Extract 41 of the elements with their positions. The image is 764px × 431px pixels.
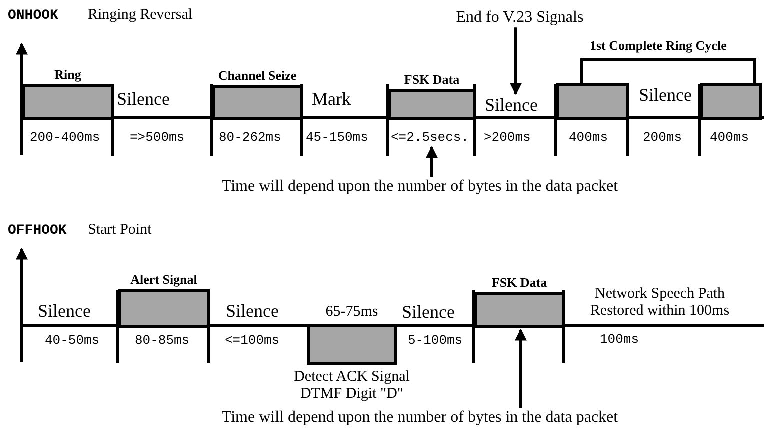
arrow (515, 328, 527, 408)
state-label: Silence (402, 303, 455, 323)
arrow (510, 28, 522, 96)
signal-label: Ring (54, 68, 82, 82)
signal-label: FSK Data (403, 72, 461, 87)
title-text: Start Point (88, 222, 152, 238)
title-text: Ringing Reversal (88, 7, 193, 24)
arrow (426, 146, 438, 177)
pulse-bar (556, 83, 629, 120)
note-text: Network Speech Path Restored within 100ms (589, 286, 731, 319)
duration-label: 5-100ms (408, 334, 463, 348)
state-label: Silence (485, 96, 538, 116)
state-label: Silence (117, 90, 170, 110)
callout-text: End fo V.23 Signals (430, 9, 610, 27)
state-label: Mark (312, 90, 351, 110)
signal-label: Alert Signal (130, 272, 198, 287)
signal-label: FSK Data (490, 276, 548, 290)
signal-label: Channel Seize (217, 68, 298, 83)
bracket-label: 1st Complete Ring Cycle (590, 39, 727, 54)
duration-label: <=2.5secs. (391, 131, 470, 146)
duration-label: 100ms (600, 333, 640, 348)
duration-label: 45-150ms (306, 131, 368, 146)
pulse-bar (700, 83, 762, 120)
duration-label: 400ms (710, 131, 750, 146)
state-label: Silence (38, 302, 91, 322)
duration-label: 80-262ms (219, 131, 282, 146)
callout-text: Time will depend upon the number of bytes in the data packet (195, 178, 645, 196)
duration-label: 80-85ms (135, 334, 190, 348)
state-label: Silence (639, 86, 692, 106)
onhook-label: ONHOOK (8, 9, 58, 24)
duration-label: 400ms (569, 131, 608, 146)
state-label: Silence (226, 302, 279, 322)
duration-label: 200ms (643, 131, 682, 146)
signal-label: Detect ACK Signal DTMF Digit "D" (293, 369, 411, 402)
offhook-label: OFFHOOK (8, 224, 67, 240)
duration-label: 40-50ms (45, 334, 100, 348)
callout-text: Time will depend upon the number of bytes in the data packet (195, 409, 645, 427)
duration-label: <=100ms (225, 334, 280, 348)
duration-label: >200ms (484, 131, 531, 146)
duration-label: 200-400ms (30, 131, 100, 146)
duration-label: =>500ms (130, 131, 185, 146)
